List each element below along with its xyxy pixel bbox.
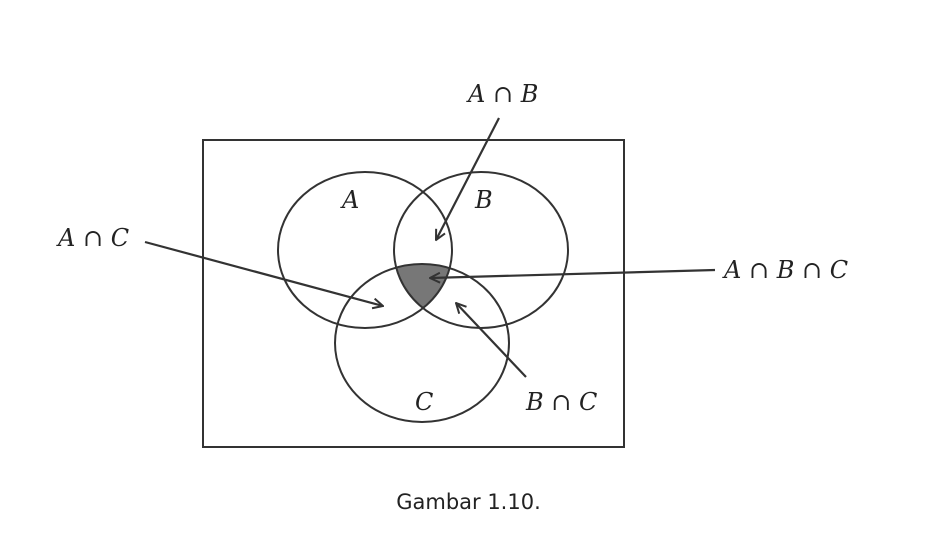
set-c-circle [334, 263, 510, 423]
arrow-a-and-c [144, 240, 383, 306]
set-a-label: A [340, 186, 359, 214]
arrow-a-and-b-and-c [430, 268, 716, 278]
set-b-label: B [474, 186, 493, 214]
annotation-a-and-c: A ∩ C [56, 224, 129, 252]
annotation-a-and-b: A ∩ B [466, 80, 538, 108]
annotation-b-and-c: B ∩ C [525, 388, 597, 416]
annotation-a-and-b-and-c: A ∩ B ∩ C [722, 256, 848, 284]
set-c-label: C [415, 388, 433, 416]
set-a-circle [277, 171, 453, 329]
arrow-a-and-b [436, 117, 500, 240]
universe-rectangle [202, 139, 625, 448]
figure-caption: Gambar 1.10. [396, 490, 541, 514]
arrow-b-and-c [456, 303, 527, 378]
